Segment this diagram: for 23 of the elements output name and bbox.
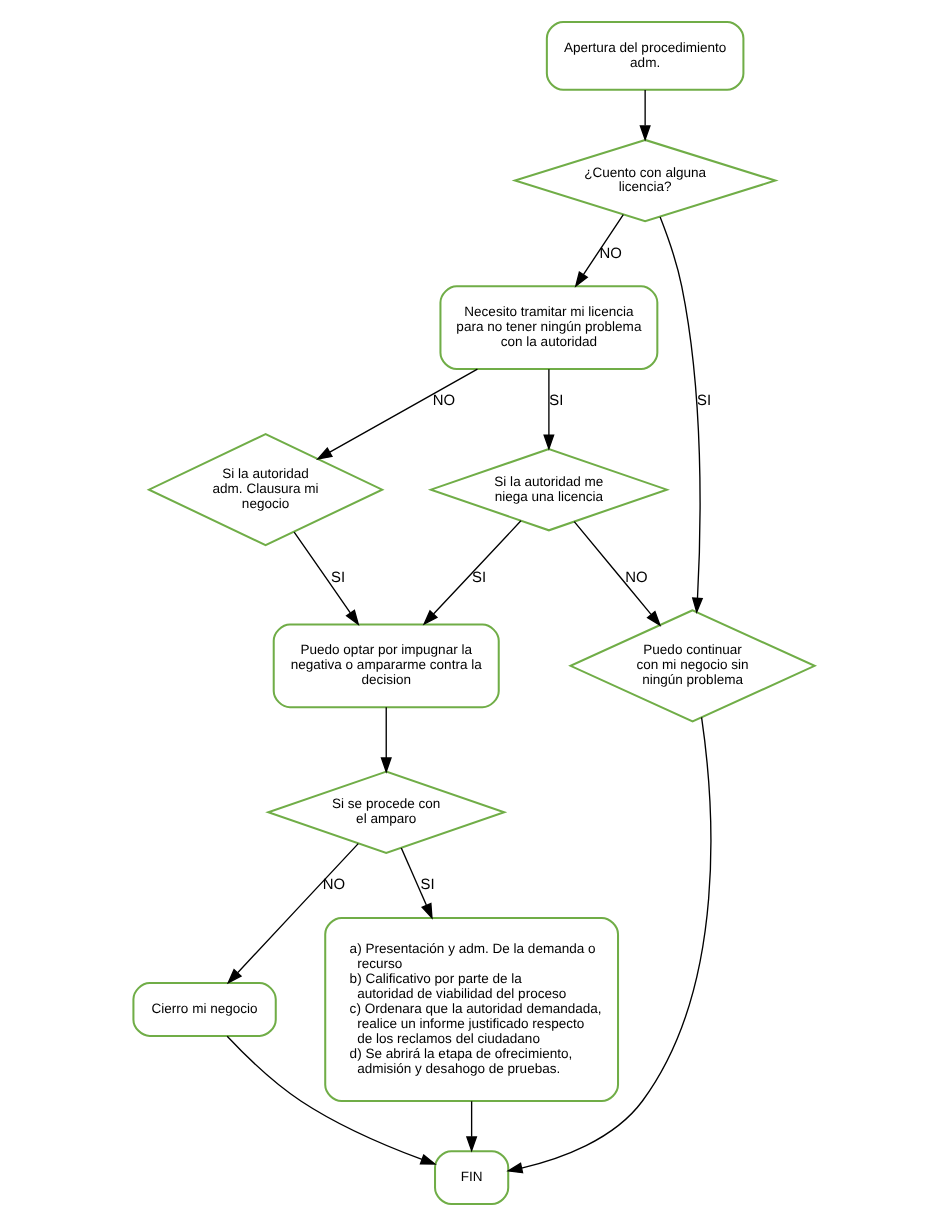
arrow <box>659 216 704 614</box>
edge-label: SI <box>420 875 435 894</box>
arrow <box>639 89 651 142</box>
arrow <box>543 368 555 451</box>
arrow <box>465 1100 478 1153</box>
arrow <box>316 368 479 460</box>
edge-label: NO <box>322 875 346 894</box>
arrow <box>293 531 360 626</box>
edge-label: SI <box>331 567 346 586</box>
arrow <box>400 847 433 920</box>
edge-label: NO <box>599 243 622 262</box>
arrow <box>574 214 624 288</box>
edge-label: SI <box>697 391 712 410</box>
arrow <box>226 1035 437 1165</box>
arrow <box>573 520 662 627</box>
edge-label: NO <box>625 567 648 586</box>
arrow <box>226 842 359 985</box>
edge-label: NO <box>432 391 455 410</box>
arrow <box>506 716 712 1174</box>
edge-label: SI <box>472 567 487 586</box>
arrow <box>422 520 522 626</box>
arrow <box>380 706 392 774</box>
edge-label: SI <box>549 391 564 410</box>
